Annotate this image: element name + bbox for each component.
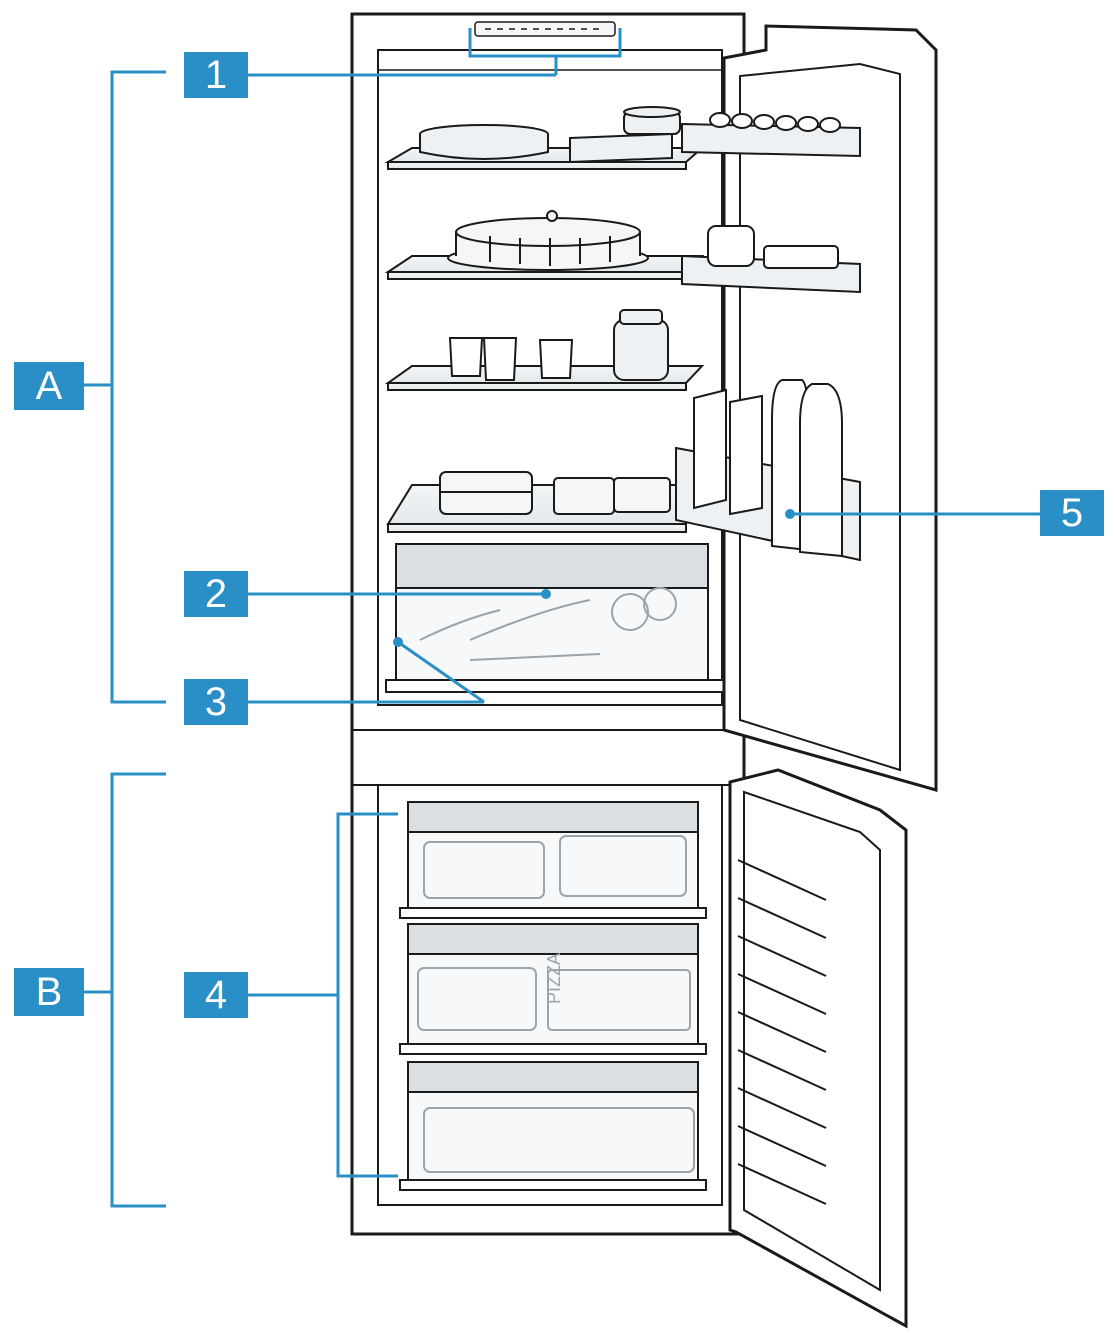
- shelf-2-food: [447, 210, 649, 271]
- callout-2: 2: [184, 571, 248, 617]
- freezer-door-vents: [737, 859, 827, 1205]
- freezer-drawers: [399, 801, 707, 1191]
- shelf-1-food: [419, 106, 681, 164]
- callout-dots: [393, 509, 795, 647]
- callout-5: 5: [1040, 490, 1104, 536]
- callout-A: A: [14, 362, 84, 410]
- shelf-3-food: [448, 309, 669, 381]
- callout-4: 4: [184, 972, 248, 1018]
- freezer-pizza-label: PIZZA: [544, 953, 564, 1004]
- callout-1: 1: [184, 52, 248, 98]
- callout-lines: [80, 28, 1040, 1208]
- crisper-drawer: [385, 543, 725, 693]
- door-items: [693, 112, 843, 558]
- shelf-4-food: [439, 471, 671, 515]
- control-panel: [474, 21, 616, 37]
- callout-B: B: [14, 968, 84, 1016]
- callout-3: 3: [184, 679, 248, 725]
